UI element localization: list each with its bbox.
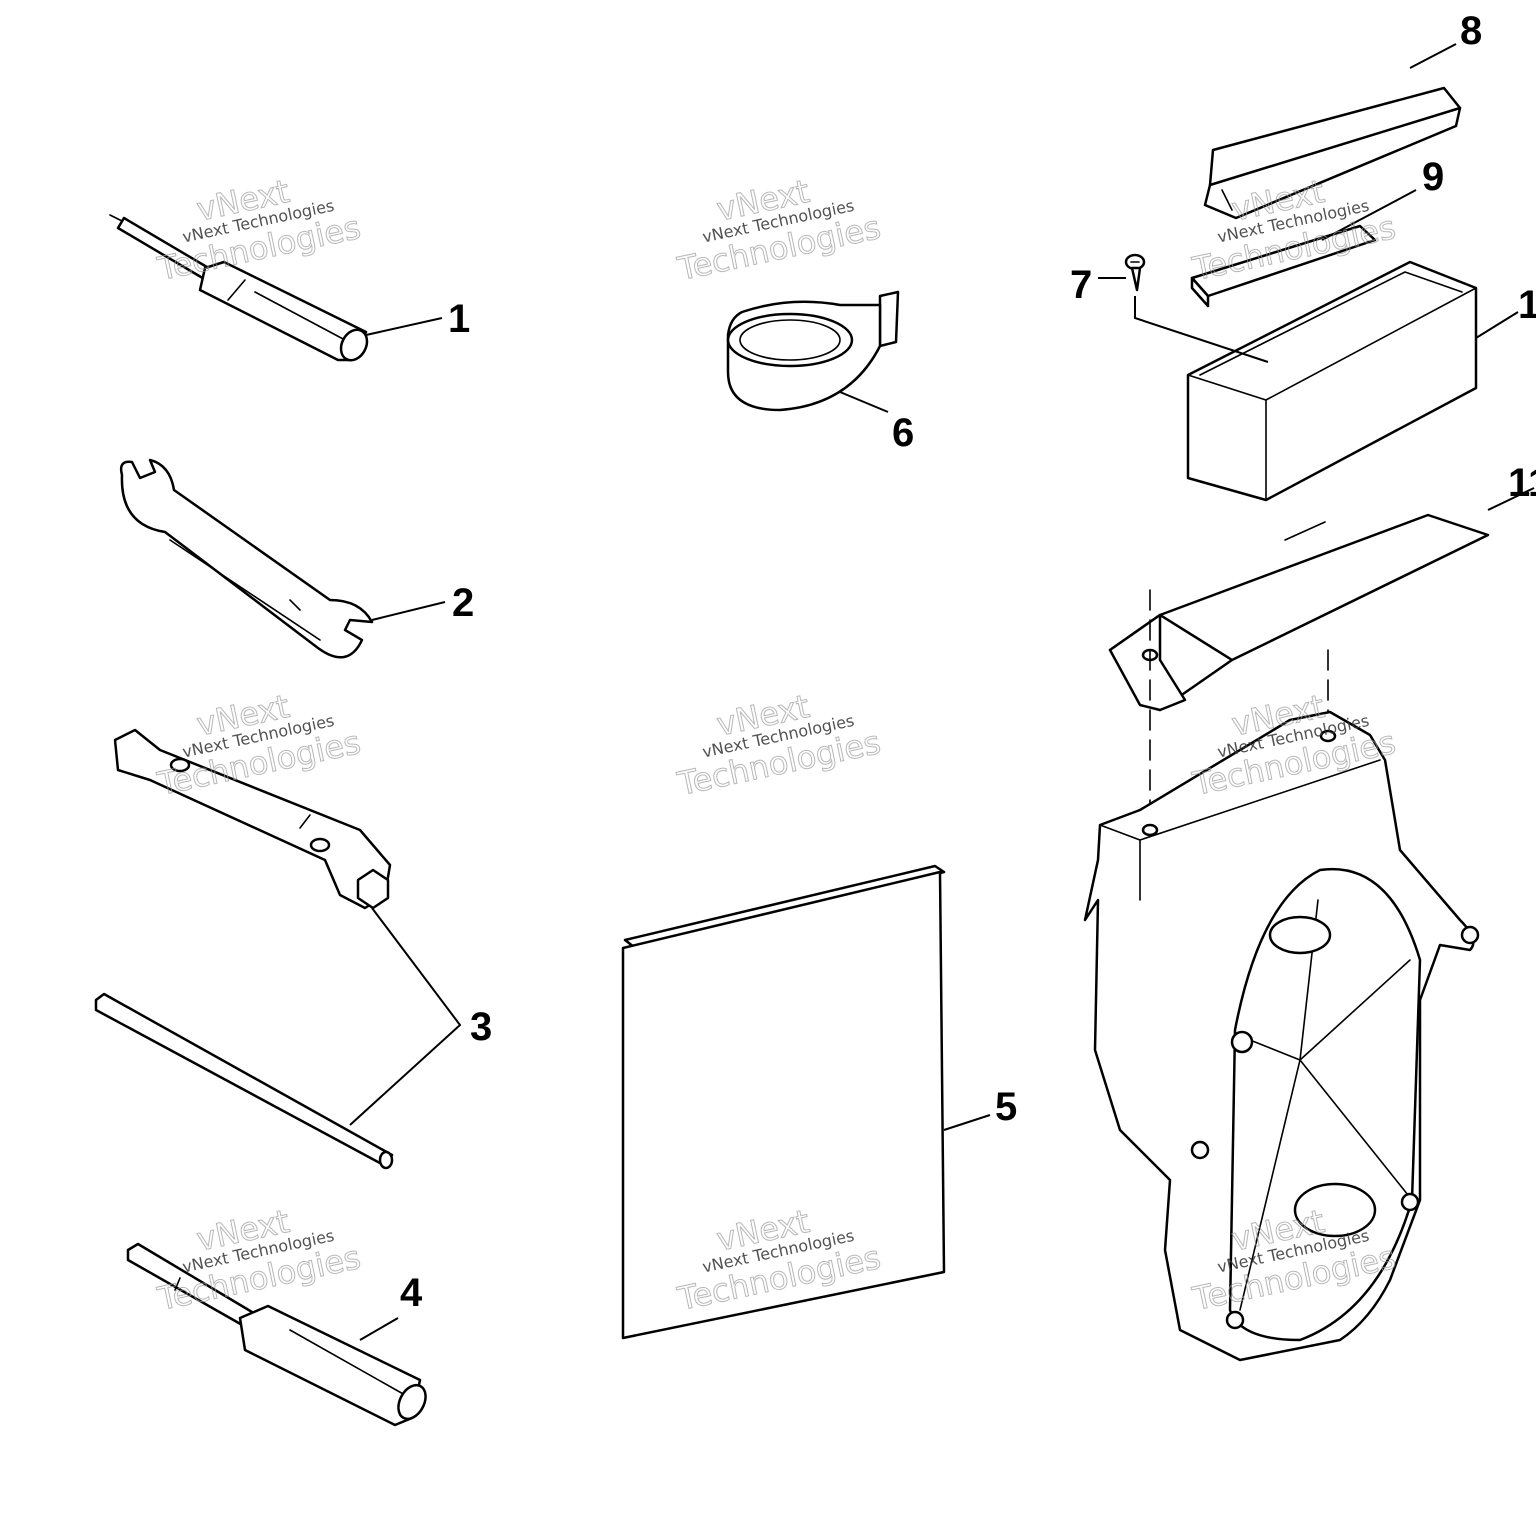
callout-10: 1 [1518,283,1536,327]
callout-1: 1 [448,297,470,341]
callout-7: 7 [1070,263,1092,307]
bracket-part [1108,513,1490,712]
wrench-part [119,458,374,659]
toolbox-lid-part [1203,86,1462,220]
callout-9: 9 [1422,155,1444,199]
screw-part [1124,253,1146,292]
callout-4: 4 [400,1271,423,1315]
leader-line-6 [839,391,889,413]
watermark-4: vNext vNext Technologies Technologies [153,687,364,804]
leader-line-5 [943,1114,991,1131]
callout-3: 3 [470,1005,492,1049]
tape-roll-part [726,290,900,412]
callout-5: 5 [995,1085,1017,1129]
watermark-1: vNext vNext Technologies Technologies [153,172,364,289]
tommy-bar-part [94,992,394,1170]
leader-line-3 [349,907,462,1126]
leader-lines [349,43,1535,1341]
leader-line-2 [371,601,446,621]
watermark-5: vNext vNext Technologies Technologies [673,687,884,804]
screwdriver-part [109,214,369,362]
toolbox-part [1186,260,1478,502]
callout-6: 6 [892,411,914,455]
callout-8: 8 [1460,9,1482,53]
leader-line-7b [1134,296,1269,363]
leader-line-9 [1321,189,1417,241]
watermark-7: vNext vNext Technologies Technologies [153,1202,364,1319]
watermark-2: vNext vNext Technologies Technologies [673,172,884,289]
callout-2: 2 [452,581,474,625]
leader-line-4 [359,1317,399,1341]
box-spanner-part [113,728,392,910]
manual-part [621,864,946,1340]
callout-numbers: 1 2 3 4 5 6 7 8 9 1 11 [400,9,1536,1315]
callout-11: 11 [1508,461,1536,505]
leader-line-8 [1409,43,1457,69]
leader-line-1 [365,317,443,336]
leader-line-11 [1487,487,1535,511]
pad-part [1190,224,1377,308]
leader-line-10 [1475,311,1519,339]
gear-housing-part [1083,710,1480,1362]
driver-handle-part [126,1242,427,1427]
